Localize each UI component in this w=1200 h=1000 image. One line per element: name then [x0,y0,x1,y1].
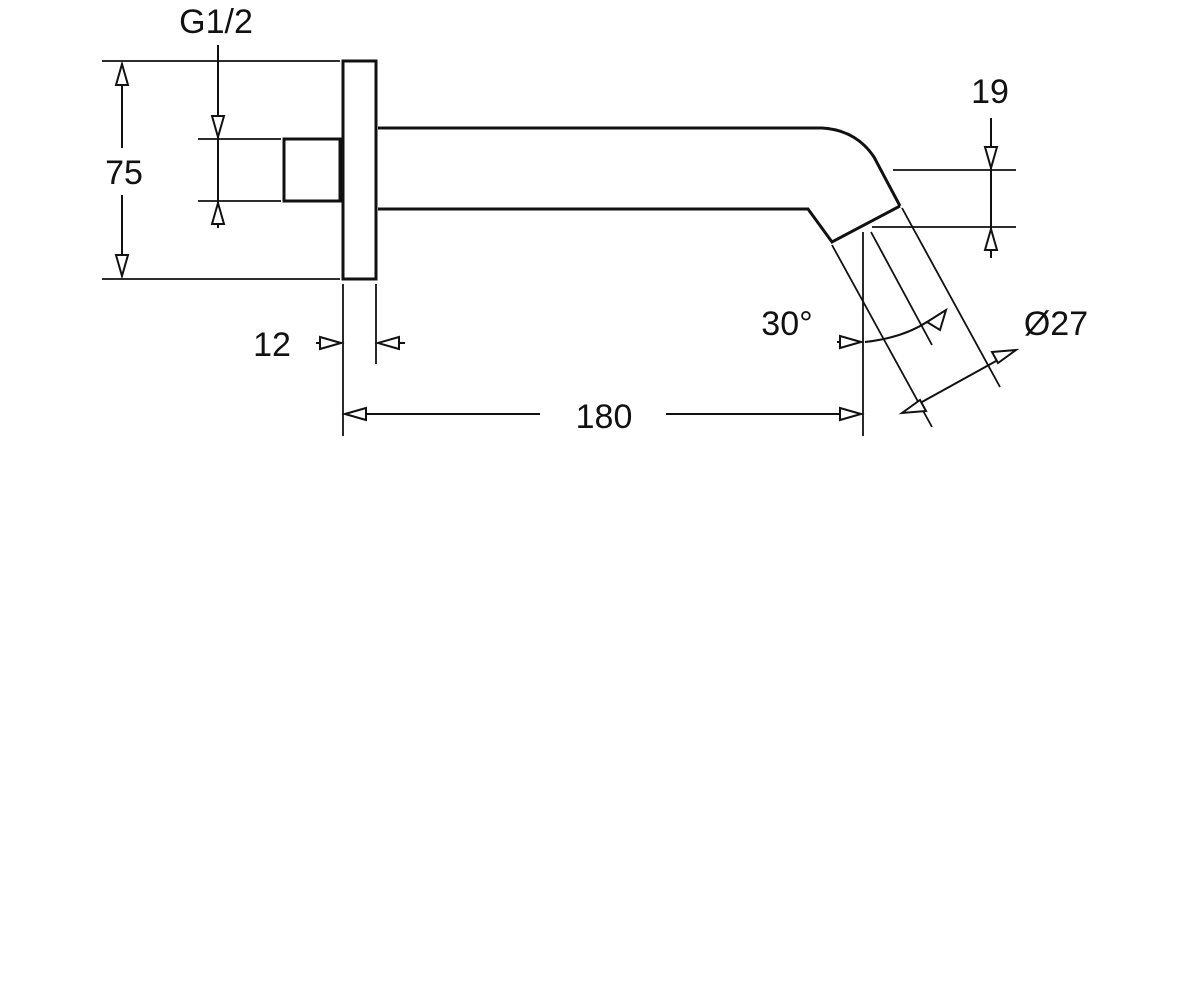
projection-dimension: 180 [341,232,865,436]
angle-extension-line [870,231,933,346]
spout-top-edge [378,126,902,207]
spout-outline [282,59,902,281]
flange-label: 12 [253,326,291,364]
height-dimension: 75 [102,60,340,280]
offset-arrow-top [983,146,999,172]
diameter-extension-left [831,244,933,428]
threaded-connector [282,137,342,203]
height-arrow-bottom [114,254,130,280]
diameter-arrow-right [990,348,1020,365]
wall-flange [341,59,378,281]
diameter-arrow-left [898,398,928,415]
flange-arrow-right [374,335,400,351]
projection-arrow-right [839,406,865,422]
thread-dimension: G1/2 [179,3,281,228]
spout-bottom-edge [378,204,901,244]
outlet-offset-dimension: 19 [872,73,1016,258]
projection-label: 180 [576,398,633,436]
angle-dimension: 30° [761,231,948,350]
flange-arrow-left [319,335,345,351]
angle-arrow-left [839,334,865,350]
height-arrow-top [114,60,130,86]
thread-arrow-top [210,115,226,141]
offset-arrow-bottom [983,225,999,251]
diameter-label: Ø27 [1024,305,1088,343]
angle-label: 30° [761,305,812,343]
angle-arrow-right [925,307,948,332]
angle-arc [864,321,928,343]
flange-thickness-dimension: 12 [253,284,405,436]
projection-arrow-left [341,406,367,422]
diameter-dimension: Ø27 [831,207,1088,428]
diameter-extension-right [901,207,1001,388]
thread-label: G1/2 [179,3,253,41]
offset-label: 19 [971,73,1009,111]
height-label: 75 [105,154,143,192]
thread-arrow-bottom [210,199,226,225]
